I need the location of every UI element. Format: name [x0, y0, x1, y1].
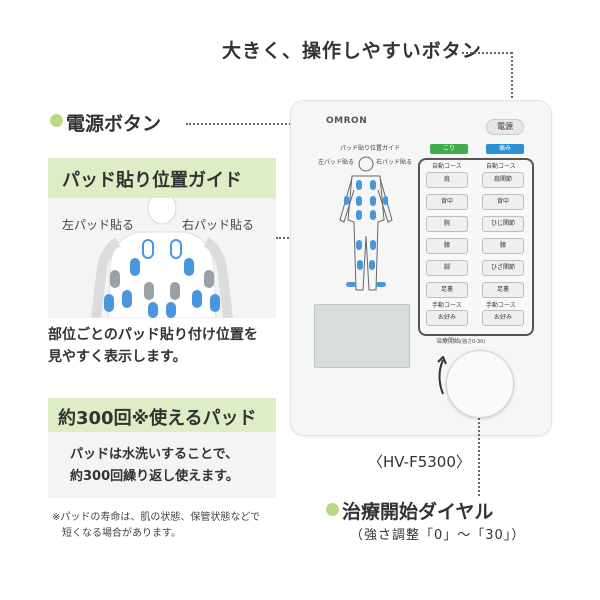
- pad-guide-illustration: 左パッド貼る 右パッド貼る: [48, 198, 276, 318]
- dial-feature-label: 治療開始ダイヤル: [342, 501, 494, 523]
- course-button-shoulder-joint[interactable]: 肩関節: [482, 172, 524, 188]
- power-button-label: 電源ボタン: [66, 113, 162, 135]
- course-button-sole-pain[interactable]: 足裏: [482, 282, 524, 298]
- footnote-line: ※パッドの寿命は、肌の状態、保管状態などで: [52, 512, 261, 523]
- course-button-back[interactable]: 背中: [426, 194, 468, 210]
- pad-panel-header: 約300回※使えるパッド: [48, 398, 276, 432]
- bullet-dot: [326, 503, 339, 516]
- device-guide-left: 左パッド貼る: [318, 159, 355, 166]
- footnote: ※パッドの寿命は、肌の状態、保管状態などで 短くなる場合があります。: [52, 510, 282, 542]
- pad-panel-text: パッドは水洗いすることで、 約300回繰り返し使えます。: [70, 444, 270, 488]
- body-back-illustration: [91, 198, 233, 318]
- bullet-dot: [50, 114, 63, 127]
- pad-text-line: パッドは水洗いすることで、: [70, 447, 239, 462]
- course-button-back-pain[interactable]: 背中: [482, 194, 524, 210]
- callout-line: [478, 418, 480, 496]
- course-button-arm[interactable]: 腕: [426, 216, 468, 232]
- feature-headline-buttons: 大きく、操作しやすいボタン: [222, 40, 482, 62]
- reusable-pad-panel: 約300回※使えるパッド パッドは水洗いすることで、 約300回繰り返し使えます…: [48, 398, 276, 498]
- pad-guide-description: 部位ごとのパッド貼り付け位置を 見やすく表示します。: [48, 324, 288, 368]
- course-button-leg[interactable]: 脚: [426, 260, 468, 276]
- device-body-figure: [339, 156, 393, 291]
- pad-guide-header: パッド貼り位置ガイド: [48, 158, 276, 198]
- dial-caption-range: (強さ0-30): [460, 339, 486, 345]
- callout-line: [462, 52, 512, 54]
- course-button-lower-back[interactable]: 腰: [426, 238, 468, 254]
- manual-course-label-right: 手動コース: [486, 302, 516, 309]
- guide-desc-line: 部位ごとのパッド貼り付け位置を: [48, 327, 258, 343]
- device-guide-title: パッド貼り位置ガイド: [340, 145, 401, 152]
- dial-feature-sub: （強さ調整「0」～「30」）: [350, 528, 526, 543]
- pad-guide-panel: パッド貼り位置ガイド 左パッド貼る 右パッド貼る: [48, 158, 276, 318]
- dial-caption-text: 治療開始: [436, 338, 461, 345]
- pad-text-line: 約300回繰り返し使えます。: [70, 469, 239, 484]
- pad-panel-title: 約300回※使えるパッド: [58, 408, 257, 429]
- auto-course-label-left: 自動コース: [432, 163, 462, 170]
- model-number: 〈HV-F5300〉: [368, 453, 471, 471]
- favorite-button-left[interactable]: お好み: [426, 310, 468, 326]
- dial-caption: 治療開始(強さ0-30): [436, 336, 485, 345]
- guide-desc-line: 見やすく表示します。: [48, 349, 187, 365]
- treatment-dial[interactable]: [446, 350, 514, 418]
- manual-course-label-left: 手動コース: [432, 302, 462, 309]
- left-pad-label: 左パッド貼る: [62, 218, 135, 232]
- favorite-button-right[interactable]: お好み: [482, 310, 524, 326]
- right-pad-label: 右パッド貼る: [182, 218, 255, 232]
- mode-tag-pain: 痛み: [486, 144, 524, 154]
- lcd-screen: [314, 304, 410, 368]
- footnote-line: 短くなる場合があります。: [62, 528, 181, 539]
- pad-guide-title: パッド貼り位置ガイド: [62, 170, 242, 191]
- course-button-lower-back-pain[interactable]: 腰: [482, 238, 524, 254]
- auto-course-label-right: 自動コース: [486, 163, 516, 170]
- course-button-elbow-joint[interactable]: ひじ関節: [482, 216, 524, 232]
- power-button[interactable]: 電源: [486, 119, 524, 135]
- course-button-knee-joint[interactable]: ひざ関節: [482, 260, 524, 276]
- mode-tag-stiffness: こり: [430, 144, 468, 154]
- rotation-arrow-icon: [437, 356, 447, 395]
- device-guide-right: 右パッド貼る: [376, 159, 413, 166]
- course-button-sole[interactable]: 足裏: [426, 282, 468, 298]
- course-button-shoulder[interactable]: 肩: [426, 172, 468, 188]
- callout-line: [511, 52, 513, 118]
- brand-logo: OMRON: [326, 116, 368, 126]
